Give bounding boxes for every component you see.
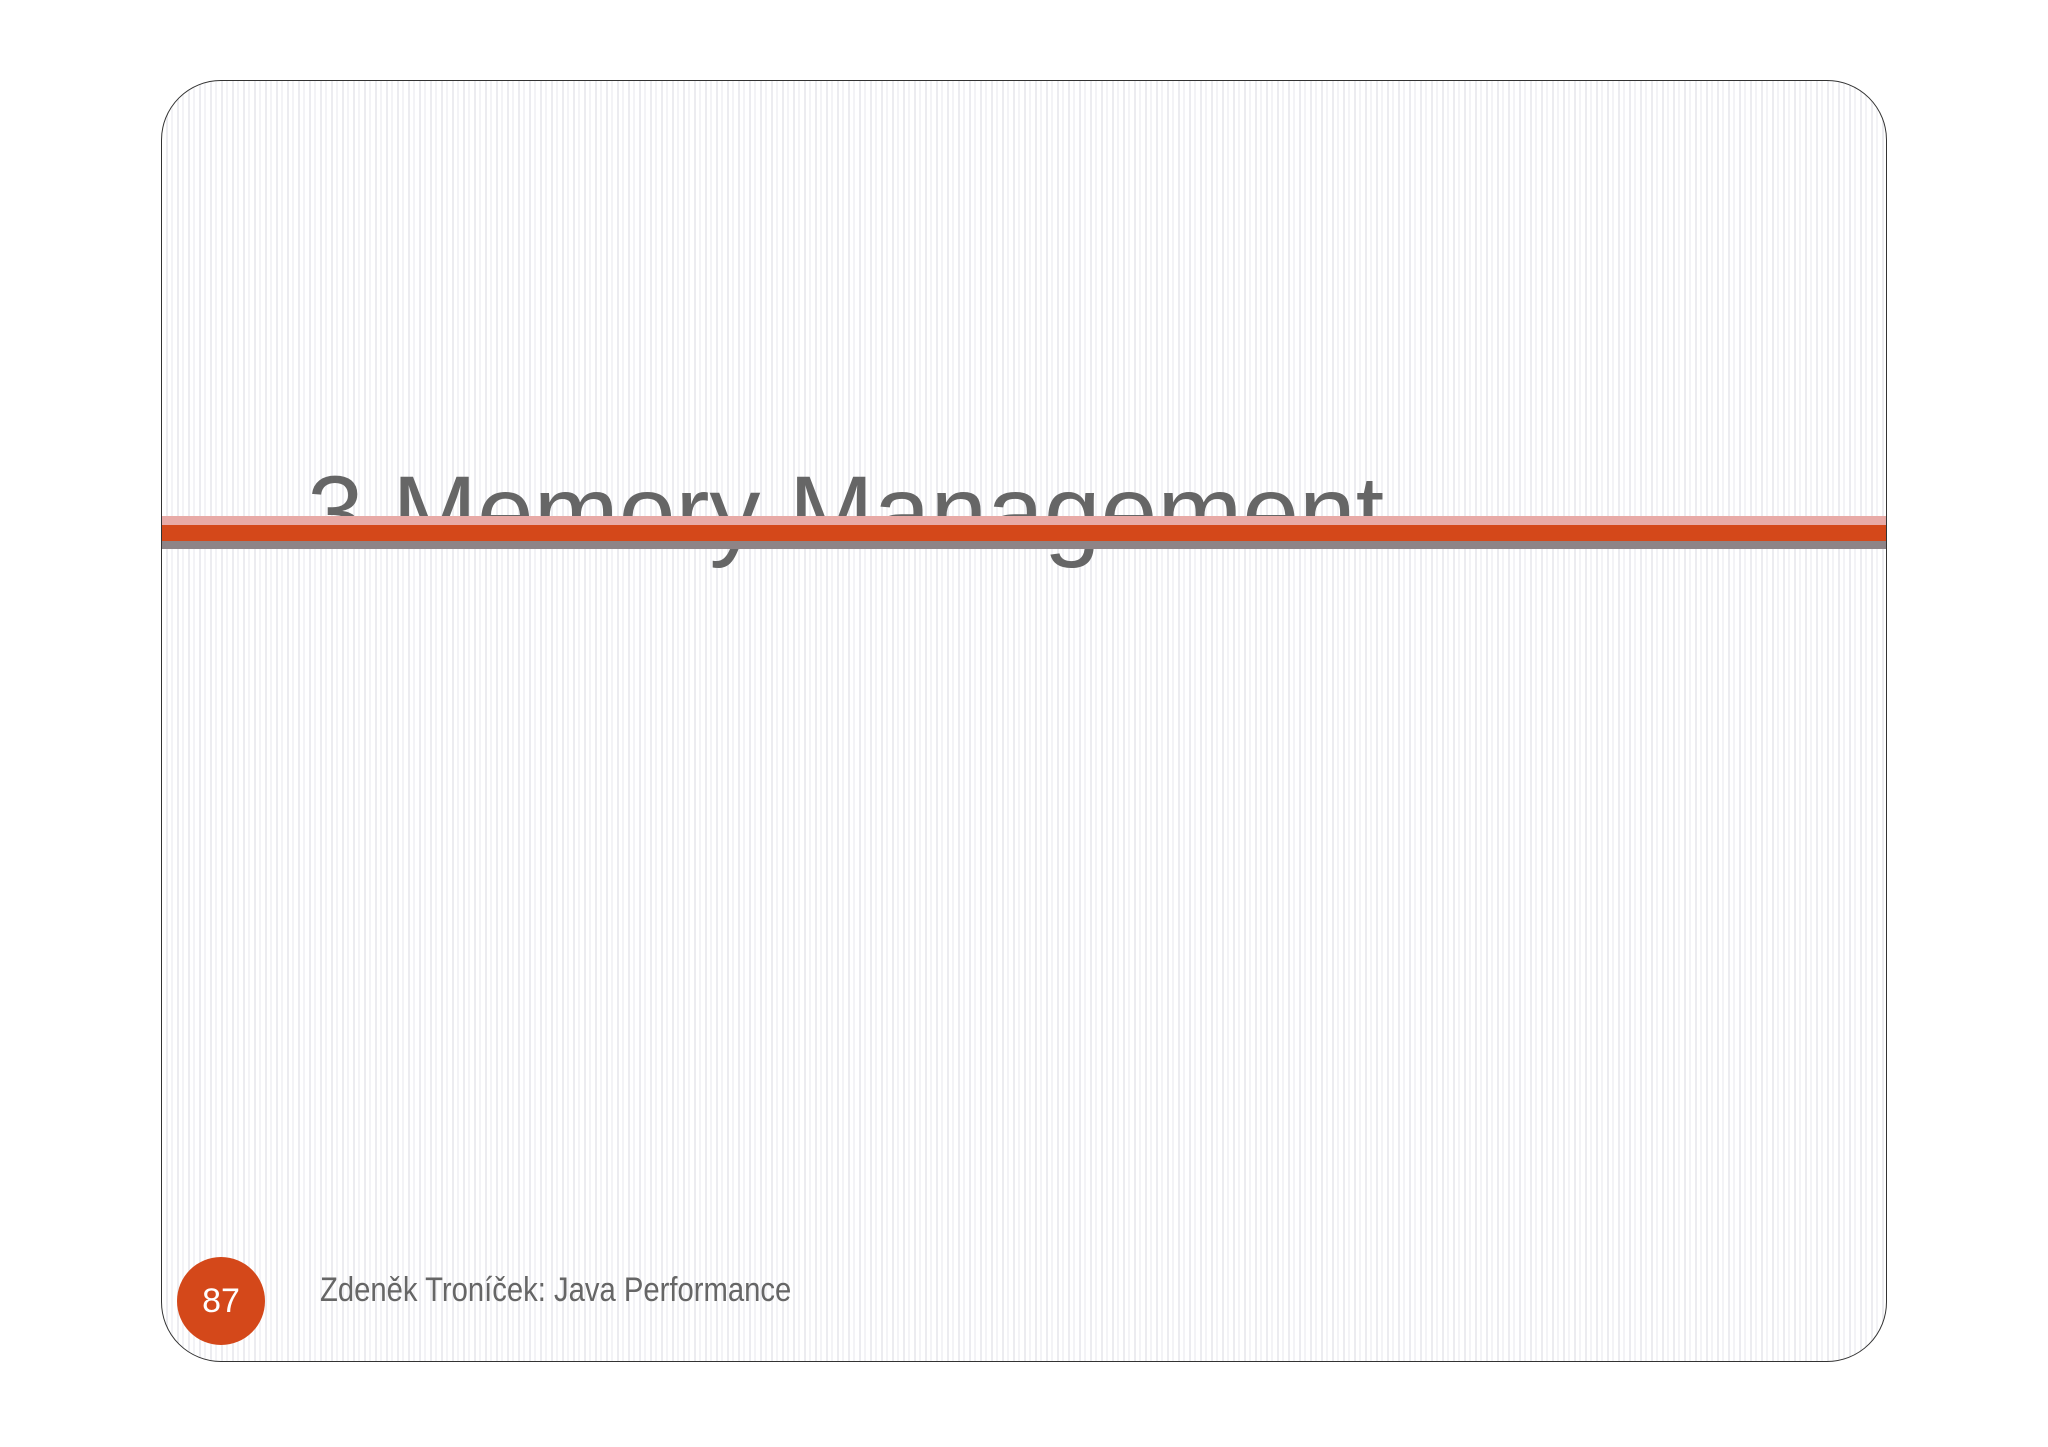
footer-text: Zdeněk Troníček: Java Performance [320, 1271, 792, 1309]
divider-stripe-pink [162, 516, 1886, 525]
divider-stripe-gray [162, 541, 1886, 549]
page-number-badge: 87 [177, 1257, 265, 1345]
slide: 3 Memory Management 87 Zdeněk Troníček: … [161, 80, 1887, 1362]
divider-stripe-orange [162, 525, 1886, 541]
